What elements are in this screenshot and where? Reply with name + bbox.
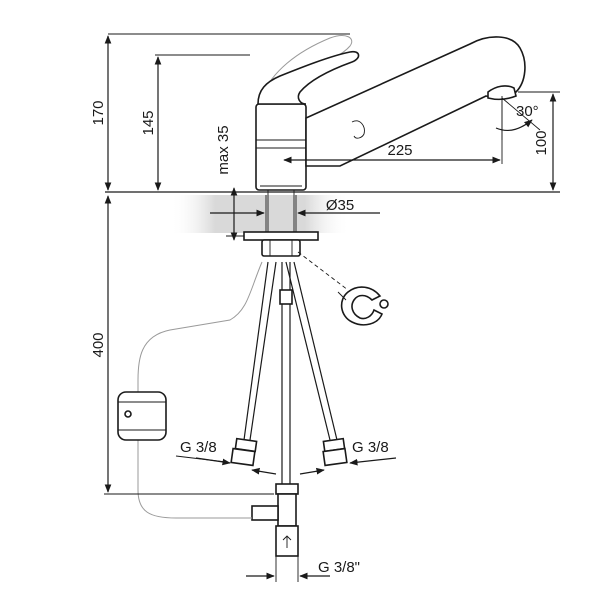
dimension-lever-height: 145	[140, 54, 250, 191]
hose-connector-upper	[279, 289, 293, 305]
spout-height-label: 100	[533, 130, 550, 155]
right-supply-hose	[285, 261, 338, 441]
right-hose-fitting	[322, 437, 348, 467]
tee-connector	[251, 483, 299, 557]
hose-weight	[117, 391, 167, 441]
mounting-plate	[243, 231, 319, 257]
dimension-right-hose-thread: G 3/8	[299, 439, 397, 475]
dimension-inlet-thread: G 3/8"	[246, 556, 360, 582]
dimension-hole-diameter: Ø35	[210, 195, 380, 232]
dimension-total-height: 170	[90, 33, 350, 191]
countertop-section	[170, 195, 350, 233]
hose-loop-lower	[137, 440, 252, 519]
spray-head-nozzle	[487, 85, 517, 101]
max-thickness-label: max 35	[215, 125, 232, 174]
left-hose-thread-label: G 3/8	[180, 439, 217, 456]
hose-loop	[137, 261, 263, 400]
left-supply-hose	[243, 261, 277, 441]
dimension-spout-reach: 225	[283, 96, 503, 164]
spray-angle-label: 30°	[516, 103, 539, 120]
dimension-spray-angle: 30°	[495, 97, 541, 140]
dimension-left-hose-thread: G 3/8	[175, 439, 277, 475]
hose-length-label: 400	[90, 332, 107, 357]
spout-reach-label: 225	[387, 142, 412, 159]
spout-grip	[351, 120, 365, 139]
lever-height-label: 145	[140, 110, 157, 135]
inlet-thread-label: G 3/8"	[318, 559, 360, 576]
mixer-lever	[257, 50, 360, 105]
retaining-clip-detail	[297, 251, 389, 326]
right-hose-thread-label: G 3/8	[352, 439, 389, 456]
total-height-label: 170	[90, 100, 107, 125]
dimension-hose-length: 400	[90, 195, 274, 495]
dimension-spout-height: 100	[518, 91, 560, 191]
left-hose-fitting	[230, 437, 258, 467]
hole-diameter-label: Ø35	[326, 197, 354, 214]
